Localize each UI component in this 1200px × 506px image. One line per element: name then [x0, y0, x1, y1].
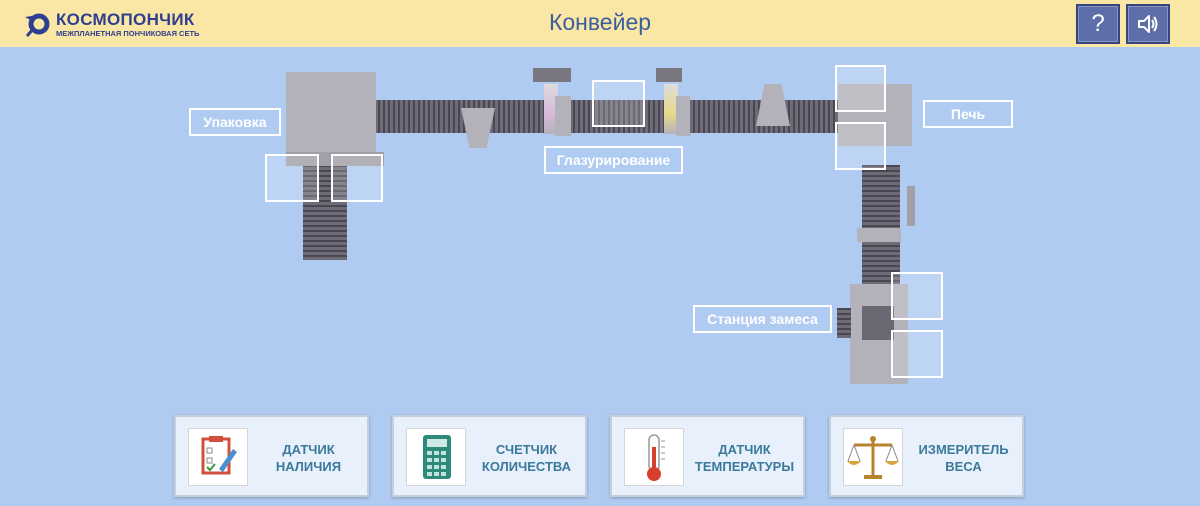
checklist-pencil-icon [188, 428, 248, 486]
help-label: ? [1091, 10, 1105, 37]
glaze-station-frame-2 [676, 96, 690, 136]
glaze-dispenser-1 [533, 68, 571, 82]
sensor-temperature-button[interactable]: ДАТЧИК ТЕМПЕРАТУРЫ [610, 415, 805, 497]
logo-name: КОСМОПОНЧИК [56, 10, 195, 29]
thermometer-icon [624, 428, 684, 486]
belt-connector [857, 228, 901, 242]
glaze-station-frame-1 [555, 96, 571, 136]
sound-button[interactable] [1126, 4, 1170, 44]
sensor-slot-mixing-2[interactable] [891, 330, 943, 378]
mixing-grill [837, 308, 851, 338]
sensor-presence-label: ДАТЧИК НАЛИЧИЯ [275, 442, 342, 474]
scales-icon [843, 428, 903, 486]
sensor-temperature-label: ДАТЧИК ТЕМПЕРАТУРЫ [694, 442, 795, 474]
sensor-slot-packing-1[interactable] [265, 154, 319, 202]
funnel-1 [461, 108, 495, 148]
sensor-weight-label: ИЗМЕРИТЕЛЬ ВЕСА [918, 442, 1009, 474]
page-title: Конвейер [548, 9, 652, 35]
station-label-packing[interactable]: Упаковка [189, 108, 281, 136]
sensor-weight-button[interactable]: ИЗМЕРИТЕЛЬ ВЕСА [829, 415, 1024, 497]
sensor-slot-glazing[interactable] [592, 80, 645, 127]
conveyor-belt-packing [303, 165, 347, 260]
sensor-counter-label: СЧЕТЧИК КОЛИЧЕСТВА [481, 442, 572, 474]
header-bar: КОСМОПОНЧИК МЕЖПЛАНЕТНАЯ ПОНЧИКОВАЯ СЕТЬ… [0, 0, 1200, 47]
glaze-tube-2 [664, 84, 678, 134]
funnel-2 [756, 84, 790, 126]
sensor-slot-mixing-1[interactable] [891, 272, 943, 320]
sensor-presence-button[interactable]: ДАТЧИК НАЛИЧИЯ [174, 415, 369, 497]
logo: КОСМОПОНЧИК МЕЖПЛАНЕТНАЯ ПОНЧИКОВАЯ СЕТЬ [22, 9, 212, 41]
oven-machine [838, 84, 912, 146]
calculator-icon [406, 428, 466, 486]
glaze-dispenser-2 [656, 68, 682, 82]
conveyor-belt-right [862, 165, 900, 285]
oven-side-panel [907, 186, 915, 226]
glaze-tube-1 [544, 84, 558, 134]
sensor-slot-packing-2[interactable] [331, 154, 383, 202]
station-label-oven[interactable]: Печь [923, 100, 1013, 128]
mixing-bowl [862, 306, 894, 340]
sensor-counter-button[interactable]: СЧЕТЧИК КОЛИЧЕСТВА [392, 415, 587, 497]
logo-donut-icon [25, 13, 50, 37]
station-label-mixing[interactable]: Станция замеса [693, 305, 832, 333]
speaker-icon [1138, 15, 1158, 33]
help-button[interactable]: ? [1076, 4, 1120, 44]
sensor-slot-oven-2[interactable] [835, 122, 886, 170]
packing-machine [286, 72, 376, 157]
logo-subtitle: МЕЖПЛАНЕТНАЯ ПОНЧИКОВАЯ СЕТЬ [56, 29, 200, 38]
sensor-slot-oven-1[interactable] [835, 65, 886, 112]
station-label-glazing[interactable]: Глазурирование [544, 146, 683, 174]
